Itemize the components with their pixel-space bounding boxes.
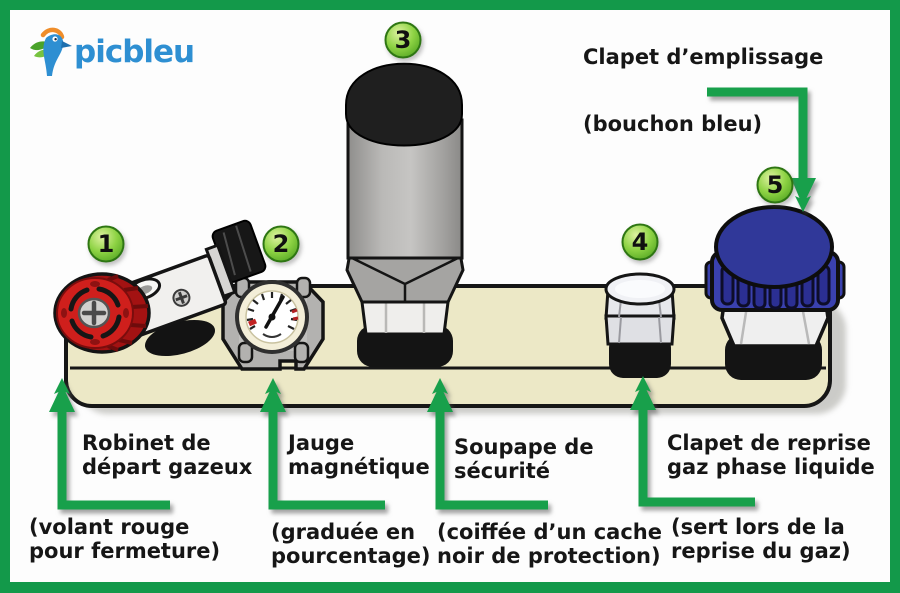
marker-3-number: 3 bbox=[395, 26, 412, 54]
kingfisher-icon bbox=[30, 27, 72, 76]
label-liquid-phase-title: Clapet de reprise gaz phase liquide bbox=[667, 431, 875, 479]
marker-3: 3 bbox=[384, 21, 422, 59]
marker-2: 2 bbox=[262, 225, 300, 263]
arrow-gas-outlet-valve bbox=[49, 378, 170, 510]
gauge-dial bbox=[235, 280, 309, 354]
arrow-liquid-phase-valve bbox=[630, 376, 755, 507]
filling-valve bbox=[704, 205, 846, 380]
marker-1-number: 1 bbox=[98, 230, 115, 258]
safety-valve-black-cap bbox=[345, 62, 463, 147]
picbleu-logo: picbleu bbox=[28, 26, 195, 84]
arrow-filling-valve bbox=[707, 87, 816, 212]
marker-4-number: 4 bbox=[632, 228, 649, 256]
arrow-magnetic-gauge bbox=[260, 378, 385, 510]
marker-5-number: 5 bbox=[767, 171, 784, 199]
marker-2-number: 2 bbox=[273, 230, 290, 258]
label-filling-valve-note: (bouchon bleu) bbox=[583, 112, 763, 136]
label-safety-valve-title: Soupape de sécurité bbox=[454, 435, 594, 483]
logo-text: picbleu bbox=[74, 34, 195, 70]
blue-cap bbox=[704, 205, 846, 312]
gauge-needle bbox=[264, 295, 285, 329]
marker-4: 4 bbox=[621, 223, 659, 261]
red-handwheel bbox=[53, 272, 151, 354]
label-magnetic-gauge-note: (graduée en pourcentage) bbox=[271, 520, 431, 568]
magnetic-gauge bbox=[221, 276, 325, 371]
gas-outlet-valve bbox=[53, 219, 267, 357]
label-magnetic-gauge-title: Jauge magnétique bbox=[288, 431, 430, 479]
marker-5: 5 bbox=[756, 166, 794, 204]
arrow-safety-valve bbox=[427, 378, 548, 510]
safety-valve bbox=[345, 62, 465, 367]
label-safety-valve-note: (coiffée d’un cache noir de protection) bbox=[437, 520, 662, 568]
label-filling-valve-title: Clapet d’emplissage bbox=[583, 45, 824, 69]
liquid-phase-valve bbox=[604, 272, 676, 378]
label-gas-outlet-note: (volant rouge pour fermeture) bbox=[29, 515, 221, 563]
label-gas-outlet-title: Robinet de départ gazeux bbox=[82, 431, 253, 479]
label-liquid-phase-note: (sert lors de la reprise du gaz) bbox=[671, 515, 851, 563]
marker-1: 1 bbox=[87, 225, 125, 263]
